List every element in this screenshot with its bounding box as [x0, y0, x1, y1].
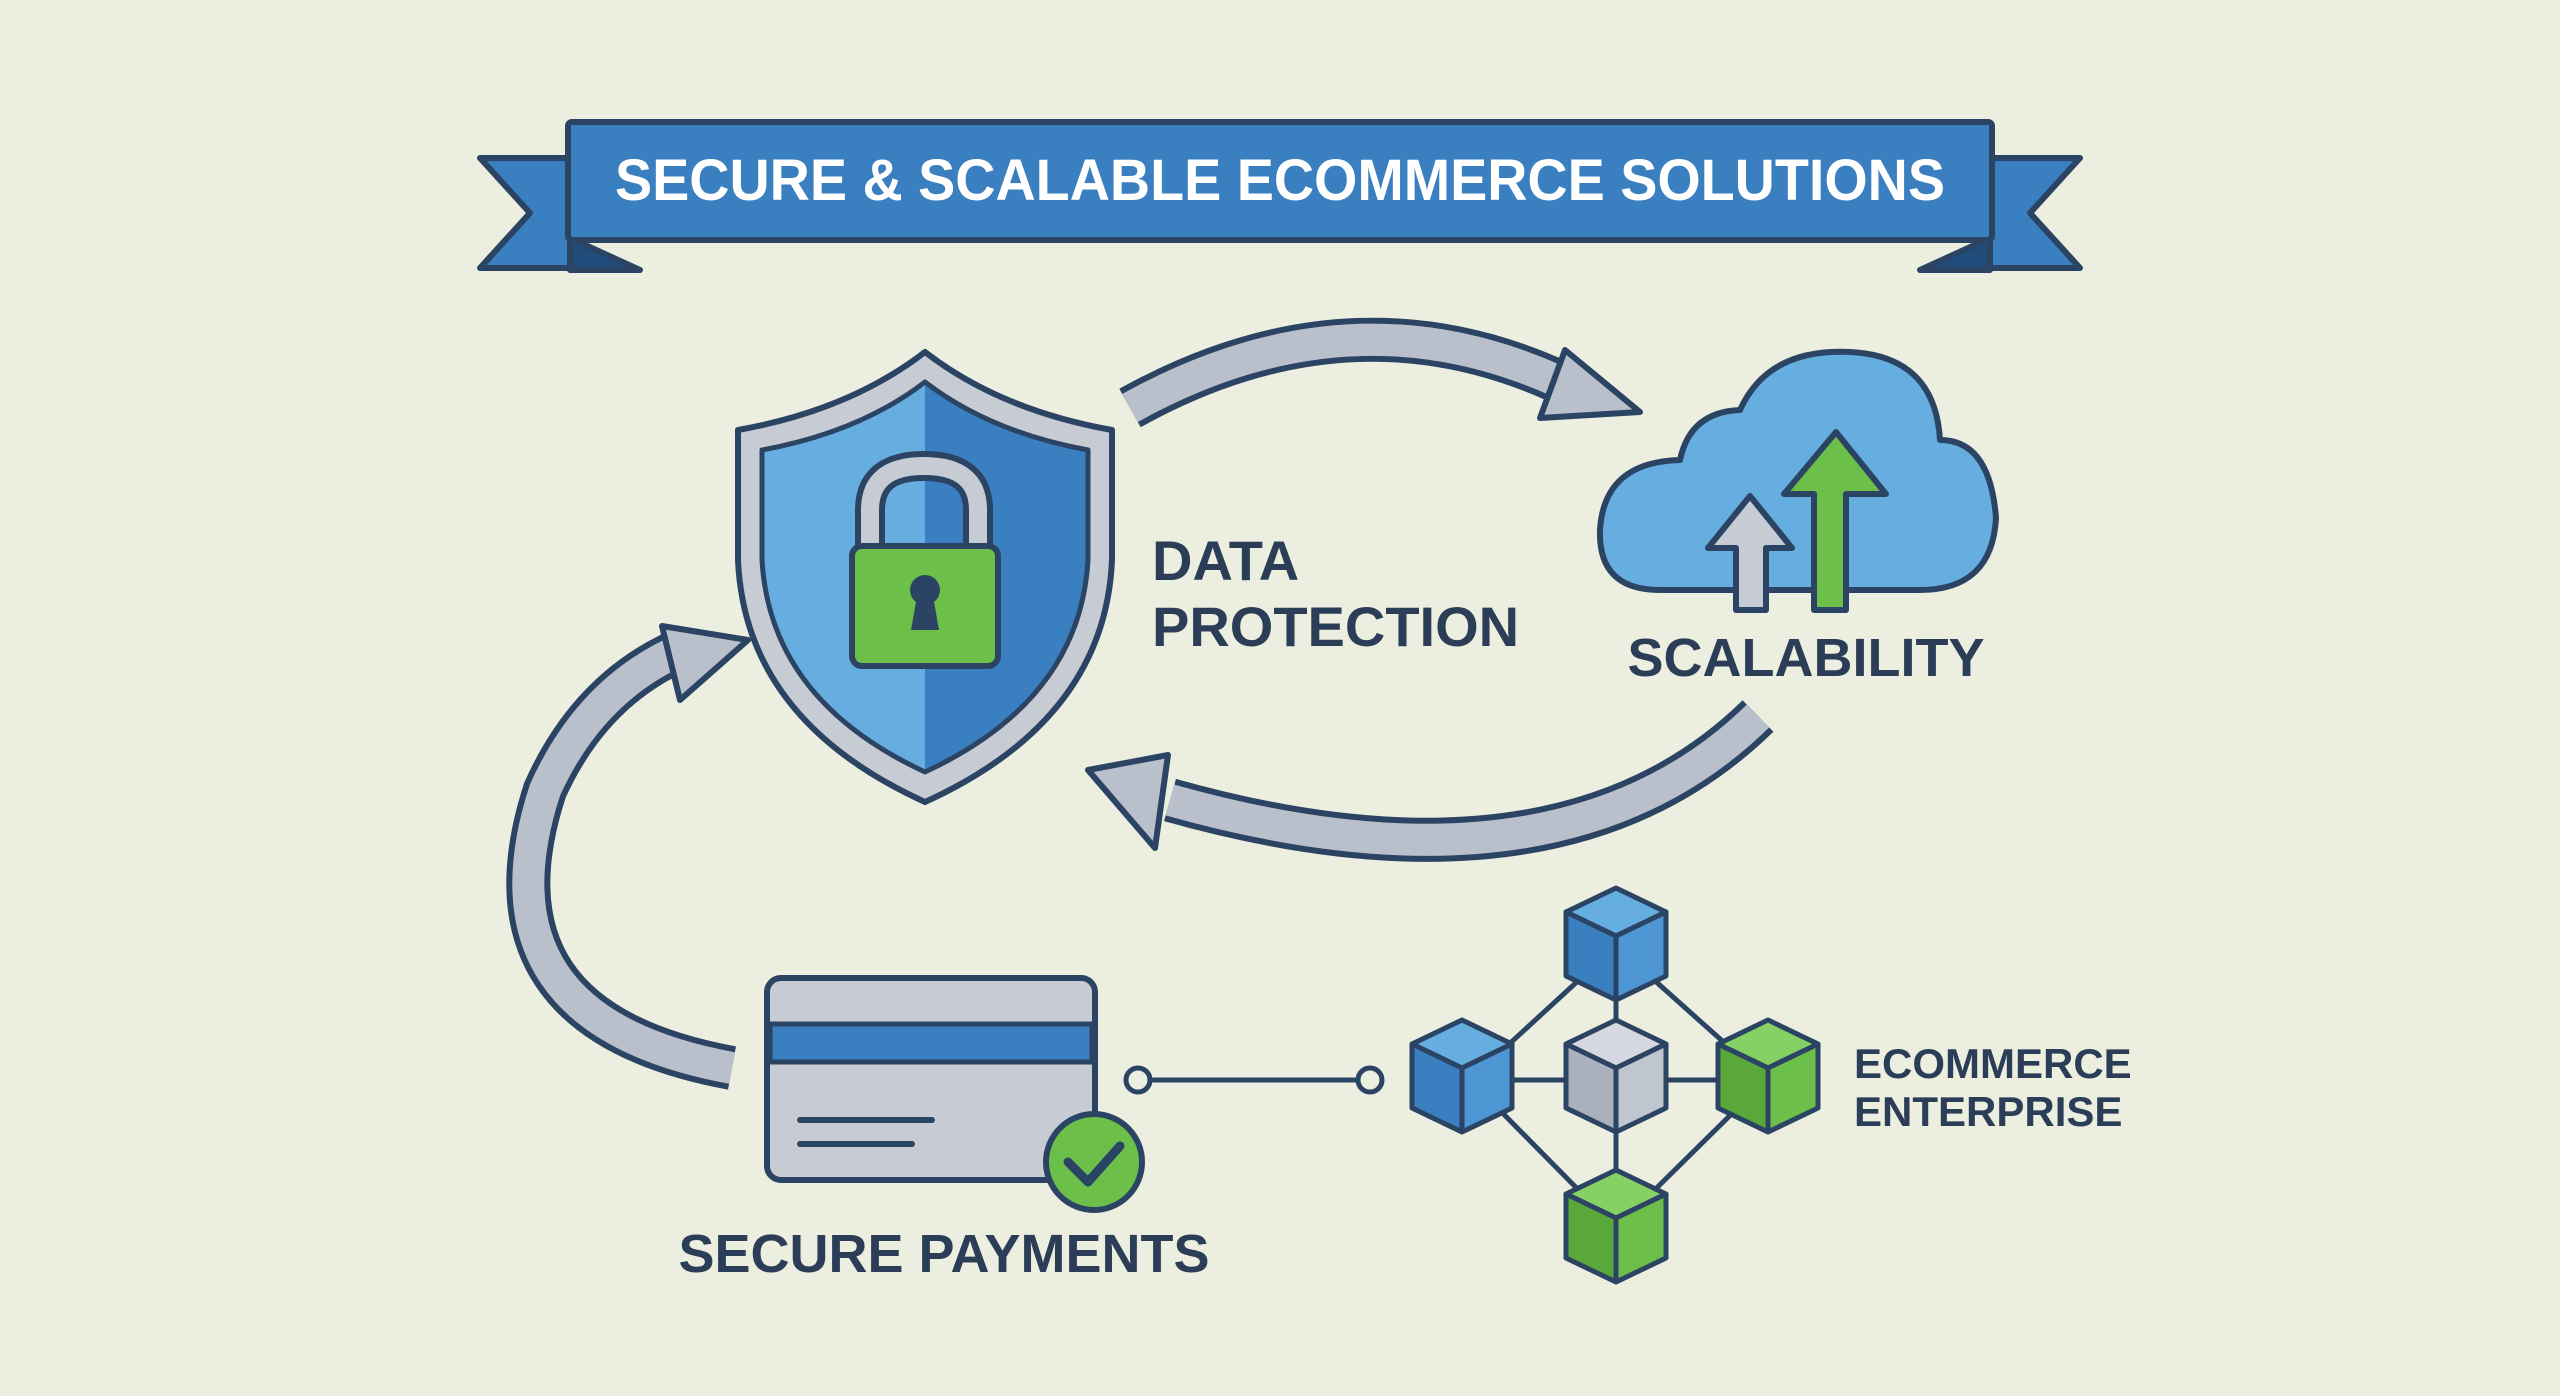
padlock-icon: [849, 450, 1001, 669]
up-arrow-icon-green: [1781, 429, 1889, 613]
arrow-shield-to-cloud: [1119, 317, 1643, 428]
cycle-arrows: [506, 317, 1774, 1090]
arrow-payments-to-shield: [506, 623, 751, 1090]
banner-band: [565, 119, 1995, 243]
up-arrow-icon-gray: [1705, 493, 1795, 613]
arrow-cloud-to-shield: [1085, 700, 1774, 862]
banner-title: SECURE & SCALABLE ECOMMERCE SOLUTIONS: [615, 148, 1945, 213]
cube-network-icon: [1409, 885, 1821, 1285]
cube-right: [1715, 1017, 1821, 1135]
cube-center: [1563, 1017, 1669, 1135]
title-banner: SECURE & SCALABLE ECOMMERCE SOLUTIONS: [477, 119, 2083, 273]
connector-line: [1123, 1065, 1385, 1095]
cloud-icon: [1596, 348, 1999, 613]
ecommerce-enterprise-label-line2: ENTERPRISE: [1854, 1088, 2122, 1135]
cube-bottom: [1563, 1167, 1669, 1285]
banner-tail-right: [1987, 155, 2083, 271]
cube-left: [1409, 1017, 1515, 1135]
cube-top: [1563, 885, 1669, 1003]
scalability-label: SCALABILITY: [1628, 628, 1985, 688]
secure-payments-label: SECURE PAYMENTS: [678, 1224, 1209, 1284]
shield-icon: [735, 349, 1115, 805]
data-protection-label-line1: DATA: [1152, 529, 1299, 592]
banner-tail-left: [477, 155, 573, 271]
banner-fold-left: [567, 235, 643, 273]
ecommerce-enterprise-label-line1: ECOMMERCE: [1854, 1040, 2132, 1087]
credit-card-icon: [764, 975, 1098, 1183]
banner-fold-right: [1917, 235, 1993, 273]
data-protection-label-line2: PROTECTION: [1152, 595, 1519, 658]
check-badge-icon: [1043, 1111, 1145, 1213]
